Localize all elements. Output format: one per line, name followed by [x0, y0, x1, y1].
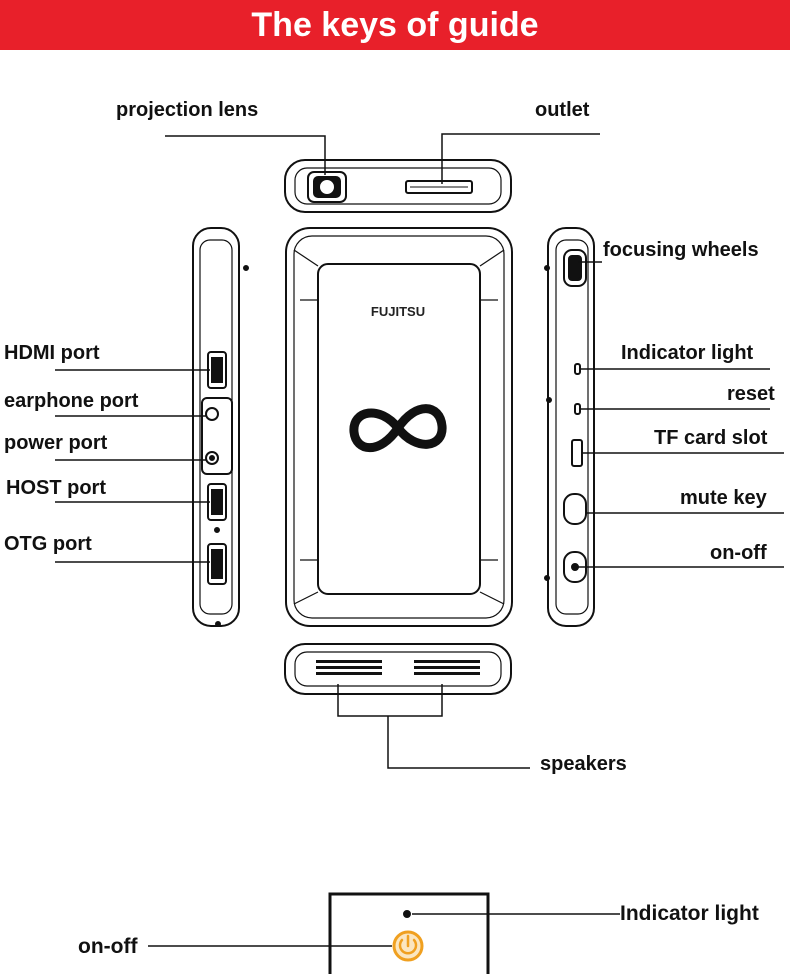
- page-title-banner: The keys of guide: [0, 0, 790, 50]
- label-earphone-port: earphone port: [4, 390, 139, 412]
- device-diagram: FUJITSU: [55, 133, 784, 974]
- indicator-light-dot: [403, 910, 411, 918]
- label-hdmi-port: HDMI port: [4, 342, 100, 364]
- power-button: [392, 930, 424, 962]
- device-left-side: [192, 227, 249, 627]
- label-bottom-indicator-light: Indicator light: [620, 902, 759, 925]
- speaker-grille-left: [316, 660, 382, 675]
- label-bottom-on-off: on-off: [78, 935, 138, 958]
- device-bottom-view: [284, 643, 512, 695]
- device-right-side: [544, 227, 595, 627]
- device-top-view: [284, 159, 512, 213]
- label-power-port: power port: [4, 432, 108, 454]
- label-otg-port: OTG port: [4, 533, 92, 555]
- label-on-off: on-off: [710, 542, 767, 564]
- label-mute-key: mute key: [680, 487, 767, 509]
- label-tf-card-slot: TF card slot: [654, 427, 768, 449]
- label-outlet: outlet: [535, 99, 590, 121]
- label-indicator-light: Indicator light: [621, 342, 754, 364]
- label-reset: reset: [727, 383, 775, 405]
- page-title: The keys of guide: [251, 6, 539, 44]
- label-speakers: speakers: [540, 753, 627, 775]
- label-focusing-wheels: focusing wheels: [603, 239, 759, 261]
- label-host-port: HOST port: [6, 477, 106, 499]
- device-front-face: [285, 227, 513, 627]
- detail-box: [328, 892, 490, 974]
- leader-lines: [55, 133, 784, 947]
- label-projection-lens: projection lens: [116, 99, 259, 121]
- speaker-grille-right: [414, 660, 480, 675]
- brand-logo-text: FUJITSU: [371, 304, 425, 319]
